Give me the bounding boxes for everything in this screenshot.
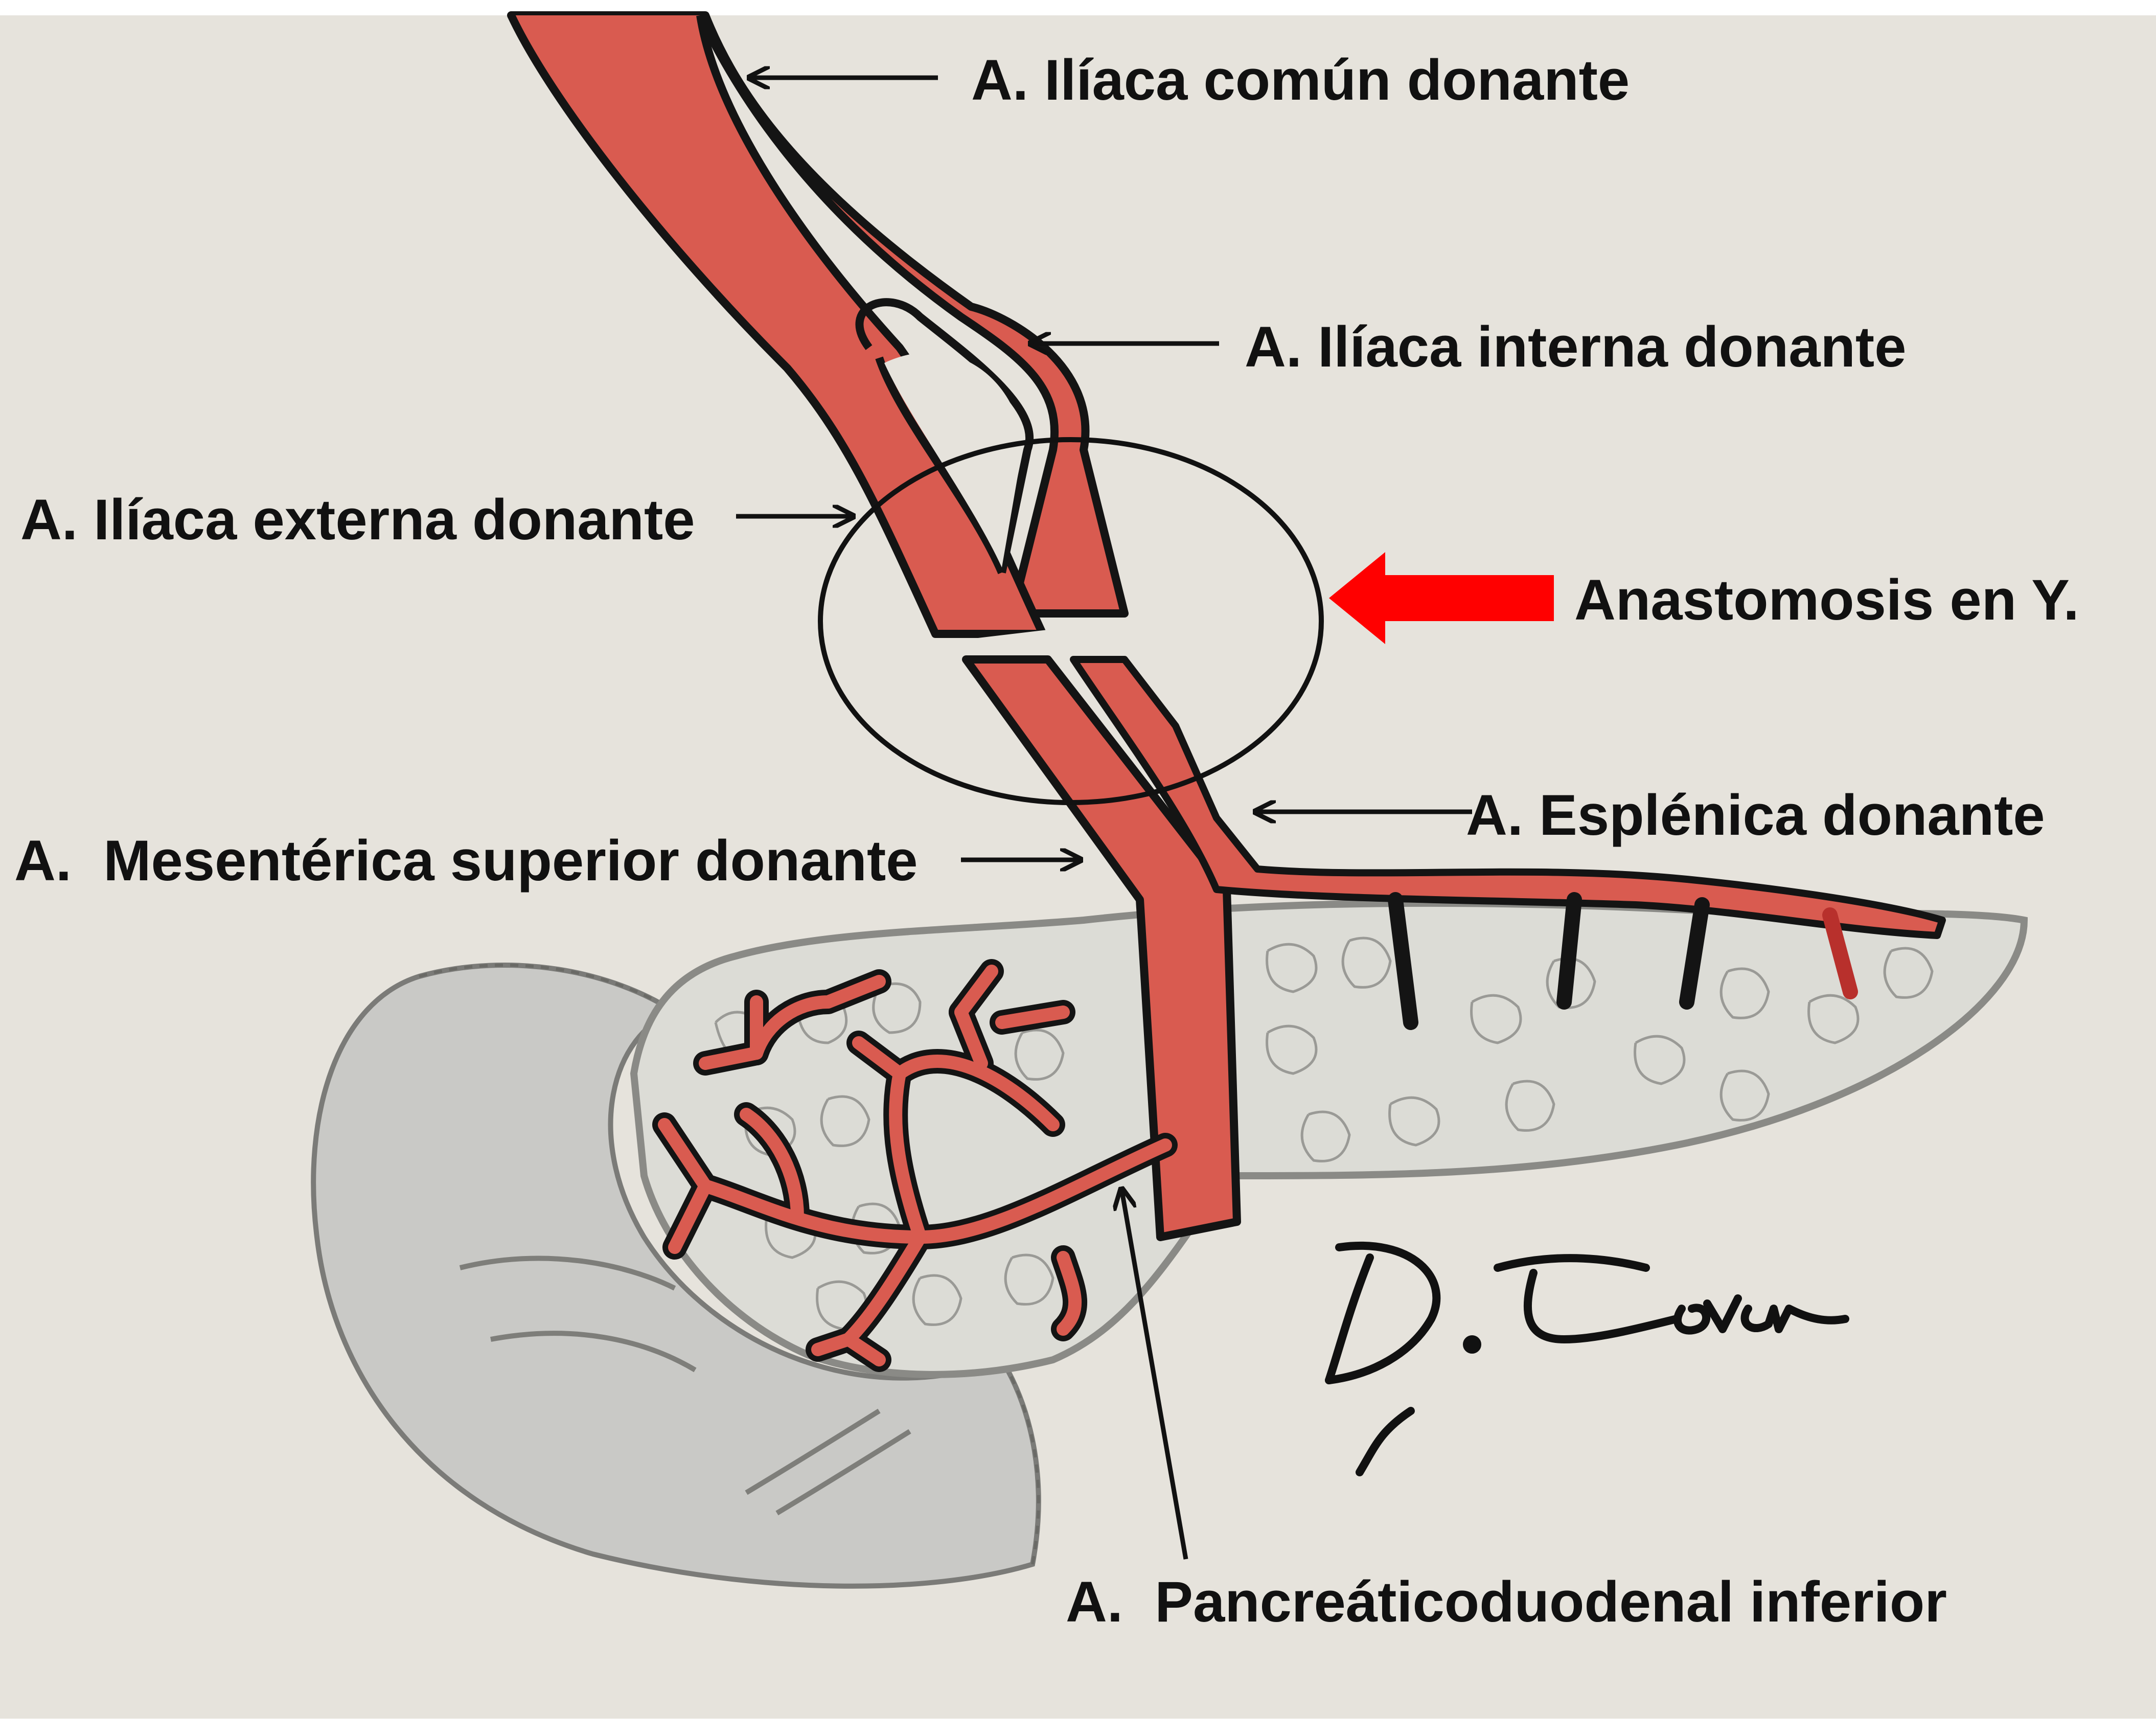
label-sma: A. Mesentérica superior donante (14, 829, 918, 893)
label-pancreaticoduodenal: A. Pancreáticoduodenal inferior (1066, 1570, 1947, 1634)
label-anastomosis: Anastomosis en Y. (1574, 568, 2079, 632)
label-external-iliac: A. Ilíaca externa donante (20, 488, 695, 552)
label-common-iliac: A. Ilíaca común donante (971, 48, 1630, 112)
label-splenic: A. Esplénica donante (1466, 783, 2045, 847)
label-internal-iliac: A. Ilíaca interna donante (1245, 315, 1907, 379)
